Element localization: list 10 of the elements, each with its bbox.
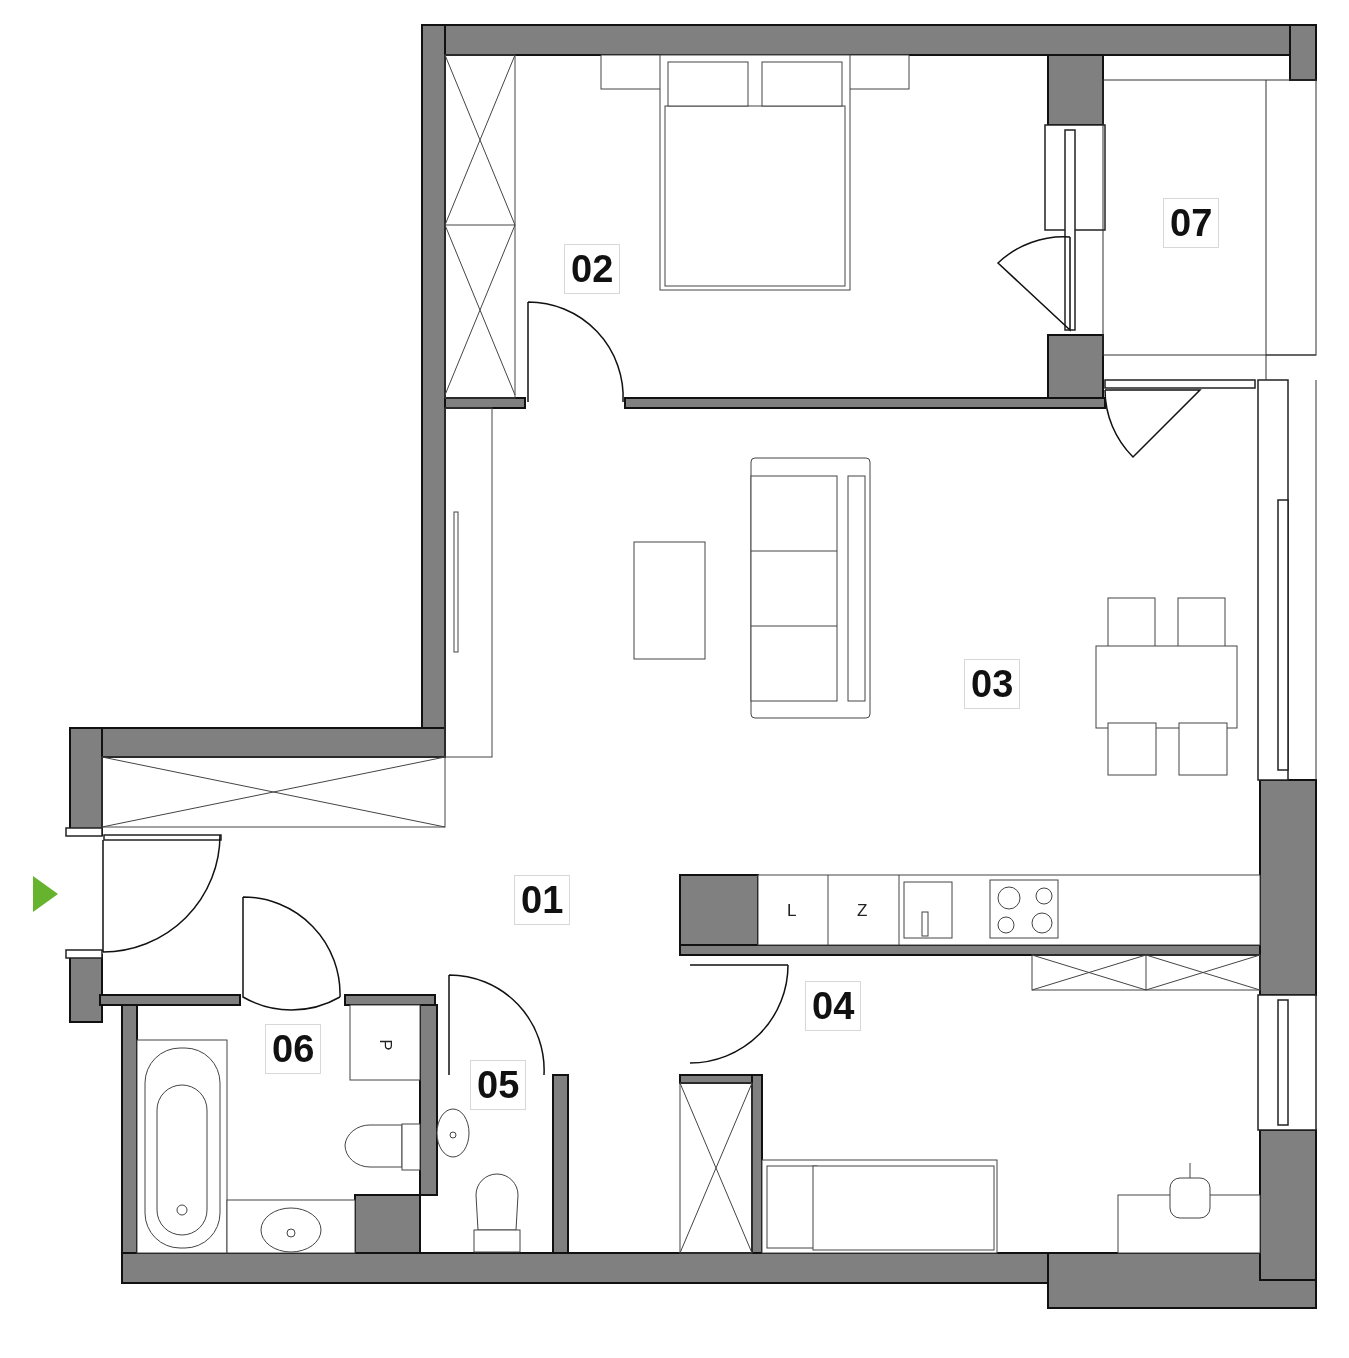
room-number: 05 bbox=[470, 1060, 527, 1110]
fixture-label: Z bbox=[857, 902, 868, 920]
room-number: 04 bbox=[805, 981, 862, 1031]
room-number: 02 bbox=[564, 244, 621, 294]
room-number: 07 bbox=[1163, 198, 1220, 248]
room-number: 06 bbox=[265, 1024, 322, 1074]
room-number: 03 bbox=[964, 659, 1021, 709]
fixture-label: L bbox=[787, 902, 797, 920]
room-number: 01 bbox=[514, 875, 571, 925]
fixture-label: P bbox=[375, 1039, 394, 1051]
